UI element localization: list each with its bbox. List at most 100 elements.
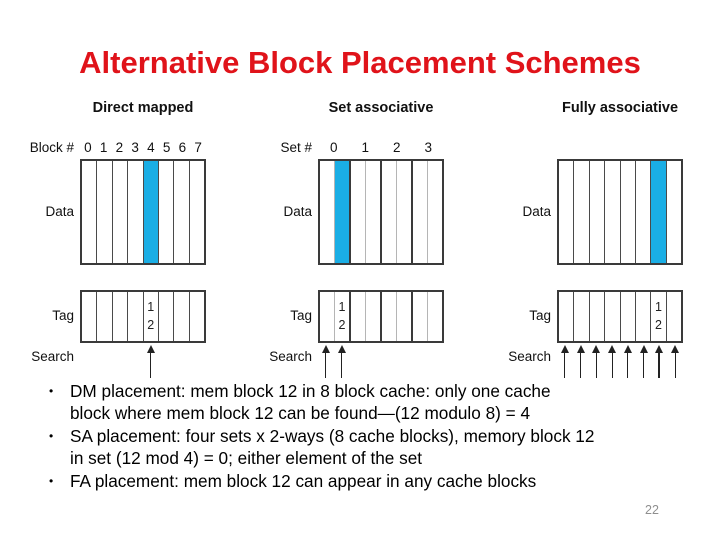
tag-grid-set-associative-cell [382,292,397,341]
index-number: 6 [178,140,187,155]
data-grid-fully-associative-cell [667,161,681,263]
column-header-direct-mapped: Direct mapped [92,100,194,116]
search-arrow [150,352,152,378]
search-arrow [627,352,629,378]
data-grid-set-associative-cell [335,161,351,263]
data-grid-direct-mapped-cell [82,161,98,263]
data-grid-direct-mapped-cell [174,161,190,263]
tag-grid-set-associative: 1 2 [318,290,444,343]
tag-label-fully-associative: Tag [529,308,551,323]
tag-grid-direct-mapped-cell: 1 2 [144,292,159,341]
bullet-marker: • [49,428,54,443]
tag-grid-direct-mapped: 1 2 [80,290,206,343]
bullet-item: • DM placement: mem block 12 in 8 block c… [44,380,654,425]
search-arrow [658,352,661,378]
data-grid-set-associative [318,159,444,265]
tag-grid-fully-associative-cell [590,292,606,341]
tag-grid-set-associative-cell [413,292,428,341]
tag-grid-direct-mapped-cell [97,292,113,341]
index-number: 0 [84,140,92,155]
search-label-direct-mapped: Search [31,349,74,364]
data-grid-fully-associative-cell [574,161,590,263]
data-grid-set-associative-cell [366,161,382,263]
search-arrow [643,352,645,378]
bullet-item: • SA placement: four sets x 2-ways (8 cac… [44,425,654,470]
index-number: 5 [162,140,171,155]
data-grid-fully-associative-cell [559,161,575,263]
search-arrow [595,352,597,378]
index-number: 0 [329,140,338,155]
tag-grid-set-associative-cell [366,292,382,341]
index-label-direct-mapped: Block # [29,140,74,155]
bullet-text: SA placement: four sets x 2-ways (8 cach… [70,425,595,469]
data-grid-fully-associative-cell [590,161,606,263]
data-grid-set-associative-cell [382,161,397,263]
index-number: 2 [392,140,401,155]
tag-grid-set-associative-cell [320,292,335,341]
data-grid-set-associative-cell [351,161,366,263]
column-header-set-associative: Set associative [328,100,434,116]
data-grid-set-associative-cell [413,161,428,263]
index-number: 3 [131,140,139,155]
tag-grid-set-associative-cell [351,292,366,341]
data-label-fully-associative: Data [522,204,551,219]
data-grid-fully-associative-cell [651,161,667,263]
search-arrow [611,352,613,378]
bullet-text: FA placement: mem block 12 can appear in… [70,470,537,491]
search-arrow [580,352,582,378]
search-arrow [674,352,676,378]
tag-grid-fully-associative-cell [667,292,681,341]
data-label-set-associative: Data [283,204,312,219]
search-arrow [564,352,566,378]
tag-grid-direct-mapped-cell [113,292,129,341]
tag-grid-fully-associative-cell [605,292,621,341]
search-arrow [325,352,327,378]
bullet-item: • FA placement: mem block 12 can appear i… [44,470,654,492]
index-number: 7 [194,140,202,155]
tag-value: 1 2 [654,300,662,332]
index-number: 1 [99,140,108,155]
tag-grid-fully-associative-cell [621,292,636,341]
data-grid-fully-associative-cell [636,161,652,263]
data-grid-direct-mapped-cell [143,161,159,263]
bullet-marker: • [49,473,54,488]
bullet-marker: • [49,384,54,398]
tag-grid-fully-associative: 1 2 [557,290,683,343]
tag-label-set-associative: Tag [290,308,312,323]
data-grid-set-associative-cell [320,161,335,263]
data-grid-direct-mapped-cell [97,161,113,263]
tag-grid-fully-associative-cell [574,292,590,341]
tag-grid-fully-associative-cell [636,292,652,341]
tag-grid-fully-associative-cell: 1 2 [651,292,667,341]
tag-grid-direct-mapped-cell [159,292,175,341]
data-label-direct-mapped: Data [45,204,74,219]
slide-title: Alternative Block Placement Schemes [79,45,641,80]
search-label-fully-associative: Search [508,349,551,364]
index-number: 2 [115,140,124,155]
tag-value: 1 2 [147,300,155,332]
tag-grid-direct-mapped-cell [128,292,144,341]
index-number: 1 [361,140,369,155]
index-number: 4 [147,140,155,155]
tag-value: 1 2 [338,300,346,332]
data-grid-set-associative-cell [397,161,413,263]
page-number: 22 [645,503,659,517]
tag-grid-fully-associative-cell [559,292,575,341]
tag-grid-set-associative-cell: 1 2 [335,292,351,341]
column-header-fully-associative: Fully associative [561,100,679,116]
data-grid-fully-associative-cell [605,161,621,263]
data-grid-direct-mapped-cell [128,161,144,263]
tag-grid-set-associative-cell [397,292,413,341]
data-grid-direct-mapped-cell [159,161,175,263]
index-number: 3 [424,140,432,155]
data-grid-direct-mapped-cell [113,161,129,263]
tag-grid-direct-mapped-cell [82,292,98,341]
search-label-set-associative: Search [269,349,312,364]
tag-label-direct-mapped: Tag [52,308,74,323]
bullet-list: • DM placement: mem block 12 in 8 block c… [44,380,654,492]
data-grid-fully-associative [557,159,683,265]
bullet-text: DM placement: mem block 12 in 8 block ca… [70,381,551,424]
index-label-set-associative: Set # [280,140,312,155]
data-grid-direct-mapped [80,159,206,265]
